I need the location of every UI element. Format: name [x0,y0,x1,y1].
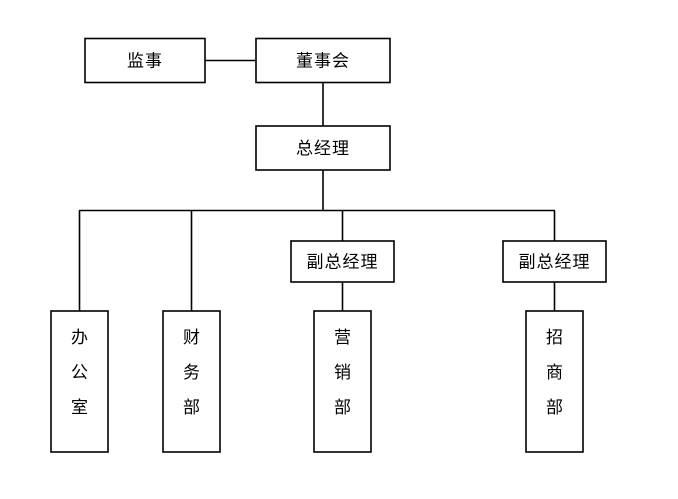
node-supervisor[interactable]: 监事 [84,37,206,84]
marketing-label-char-2: 部 [334,398,351,418]
office-label-char-1: 公 [71,363,88,383]
marketing-label-char-0: 营 [334,328,351,348]
office-box[interactable] [50,310,109,453]
node-finance[interactable]: 财 务 部 [162,310,221,453]
office-label-char-2: 室 [71,398,88,418]
node-marketing[interactable]: 营 销 部 [313,310,372,453]
node-deputy-manager-2[interactable]: 副总经理 [502,240,607,283]
node-deputy-manager-1[interactable]: 副总经理 [290,240,395,283]
connector-layer [78,59,556,311]
node-board[interactable]: 董事会 [255,37,391,84]
investment-label-char-2: 部 [546,398,563,418]
board-label: 董事会 [296,52,350,72]
investment-label-char-1: 商 [546,363,563,383]
deputy-manager-2-label: 副总经理 [519,253,591,273]
deputy-manager-1-box[interactable] [290,240,395,283]
investment-box[interactable] [525,310,584,453]
general-manager-box[interactable] [255,125,391,171]
marketing-label-char-1: 销 [334,363,351,383]
deputy-manager-1-label: 副总经理 [307,253,379,273]
office-label-char-0: 办 [71,328,88,348]
node-general-manager[interactable]: 总经理 [255,125,391,171]
finance-box[interactable] [162,310,221,453]
marketing-box[interactable] [313,310,372,453]
investment-label-char-0: 招 [546,328,563,348]
finance-label-char-0: 财 [183,328,200,348]
general-manager-label: 总经理 [296,139,350,159]
supervisor-label: 监事 [127,52,163,72]
board-box[interactable] [255,37,391,84]
node-investment[interactable]: 招 商 部 [525,310,584,453]
deputy-manager-2-box[interactable] [502,240,607,283]
node-office[interactable]: 办 公 室 [50,310,109,453]
finance-label-char-1: 务 [183,363,200,383]
finance-label-char-2: 部 [183,398,200,418]
supervisor-box[interactable] [84,37,206,84]
